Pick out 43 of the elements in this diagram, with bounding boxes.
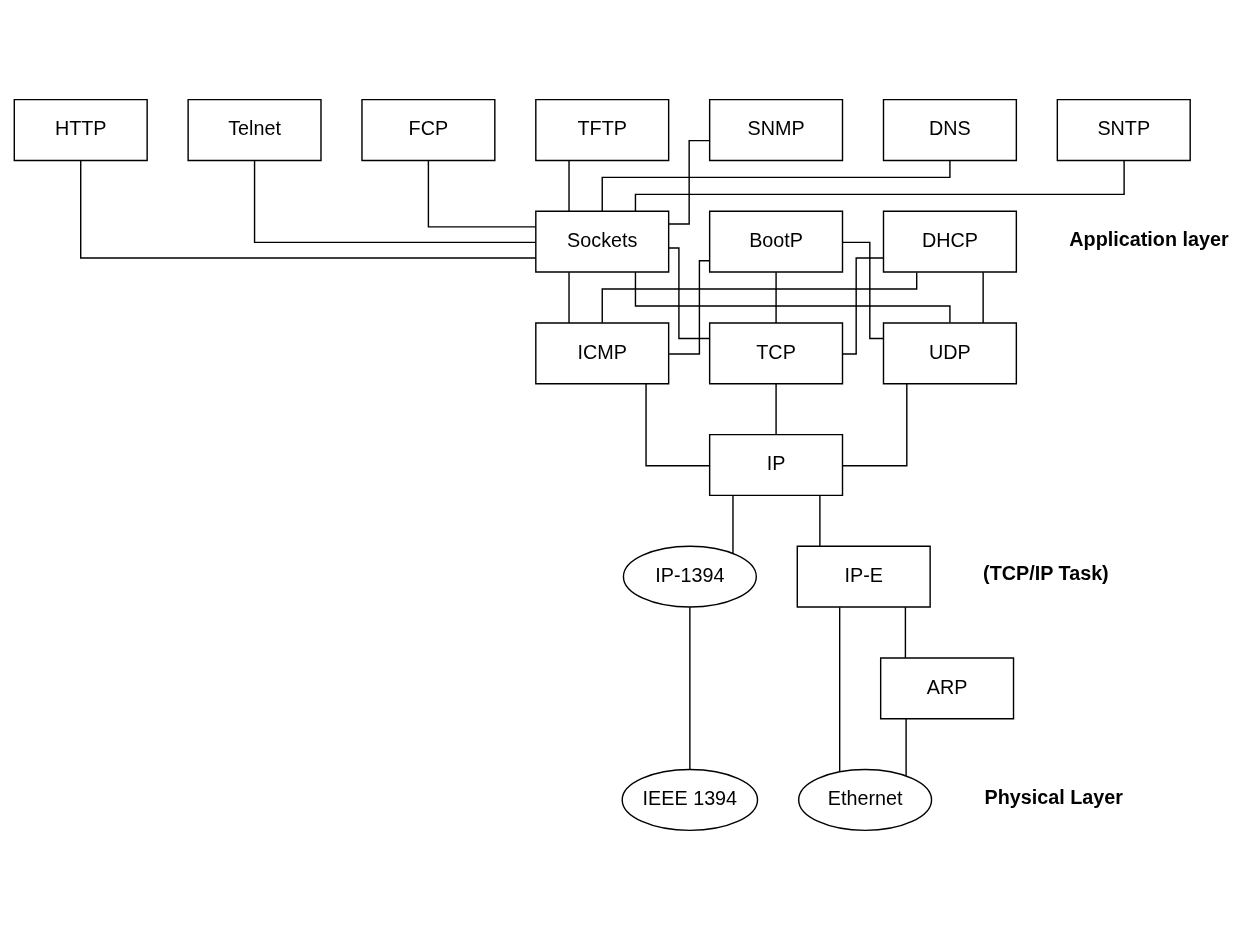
- node-box: HTTP: [13, 98, 148, 162]
- node-box: SNTP: [1056, 98, 1191, 162]
- connector: [838, 606, 841, 773]
- connector: [568, 159, 570, 212]
- connector: [689, 606, 691, 771]
- node-box: IP-E: [796, 545, 931, 608]
- node-box: FCP: [361, 98, 496, 162]
- node-ellipse: IP-1394: [622, 545, 757, 608]
- connector: [905, 718, 907, 777]
- label: (TCP/IP Task): [983, 562, 1109, 585]
- connector: [253, 160, 537, 244]
- label: Physical Layer: [984, 785, 1123, 808]
- connector: [841, 257, 884, 355]
- node-ellipse: IEEE 1394: [621, 768, 759, 832]
- node-box: IP: [708, 433, 844, 497]
- connector: [904, 606, 907, 659]
- node-box: DNS: [882, 98, 1018, 162]
- connector: [668, 260, 711, 355]
- connector: [982, 271, 984, 324]
- connector: [732, 494, 734, 554]
- connector: [841, 383, 908, 467]
- node-box: TFTP: [535, 98, 670, 162]
- node-box: ICMP: [535, 322, 670, 385]
- label: Application layer: [1069, 227, 1229, 250]
- connector: [775, 383, 777, 436]
- connector: [427, 159, 537, 228]
- connector: [842, 241, 885, 340]
- connector: [668, 247, 710, 340]
- node-box: SNMP: [708, 98, 844, 162]
- node-box: Telnet: [187, 98, 322, 162]
- node-box: Sockets: [535, 210, 670, 273]
- connector: [775, 271, 777, 324]
- node-ellipse: Ethernet: [798, 768, 933, 832]
- node-box: TCP: [708, 322, 844, 385]
- node-box: UDP: [882, 322, 1018, 385]
- connector: [568, 271, 570, 324]
- node-box: ARP: [879, 657, 1015, 720]
- connector: [819, 494, 821, 547]
- connector: [80, 160, 537, 259]
- node-box: BootP: [708, 210, 844, 273]
- connector: [668, 139, 710, 225]
- node-box: DHCP: [882, 210, 1018, 273]
- connector: [645, 383, 711, 467]
